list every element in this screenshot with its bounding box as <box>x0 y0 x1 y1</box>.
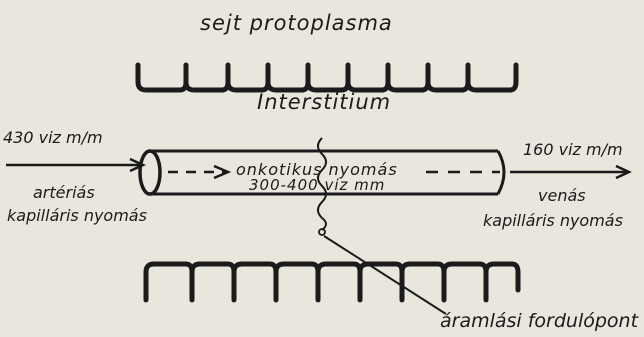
right-pressure-label: 160 viz m/m <box>523 140 623 159</box>
middle-label: Interstitium <box>257 90 391 114</box>
bottom-membrane <box>146 264 518 300</box>
right-vessel-label-1: venás <box>538 186 586 205</box>
turning-point-leader <box>324 236 446 314</box>
left-vessel-label-1: artériás <box>33 183 95 202</box>
inflow-arrow <box>6 159 143 171</box>
turning-point-marker <box>319 229 325 235</box>
left-vessel-label-2: kapilláris nyomás <box>7 206 147 225</box>
right-vessel-label-2: kapilláris nyomás <box>483 211 623 230</box>
outflow-arrow <box>510 166 629 178</box>
left-pressure-label: 430 viz m/m <box>3 128 103 147</box>
top-label: sejt protoplasma <box>200 11 393 35</box>
center-label-2: 300-400 viz mm <box>249 176 385 194</box>
turning-point-label: áramlási fordulópont <box>440 310 638 332</box>
top-membrane <box>138 65 516 90</box>
